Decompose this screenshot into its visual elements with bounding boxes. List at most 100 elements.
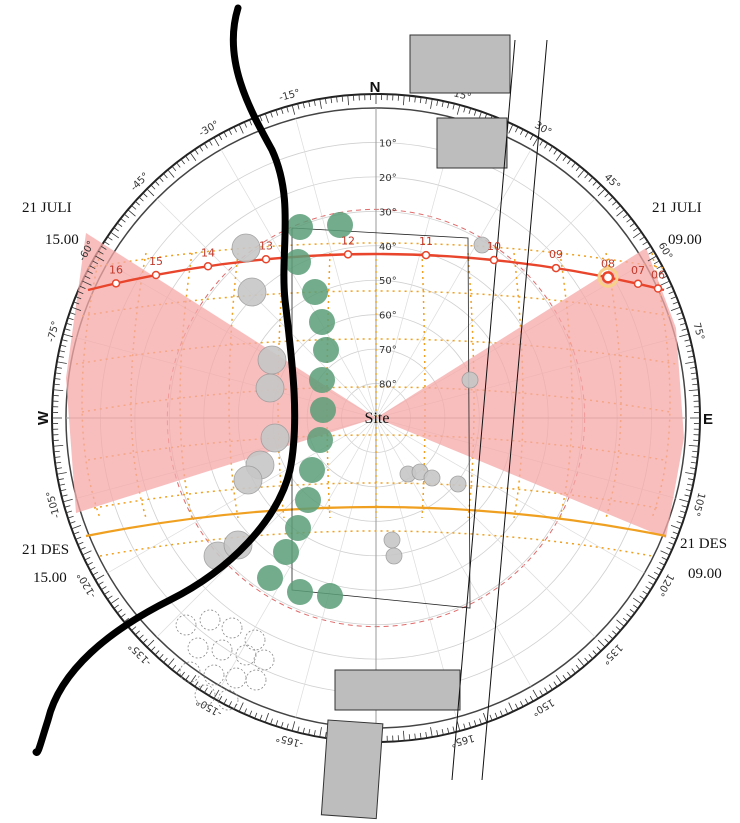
- proposed-tree-outline: [175, 614, 197, 636]
- tree: [287, 579, 313, 605]
- azimuth-tick: [79, 285, 86, 290]
- azimuth-tick: [622, 617, 629, 623]
- azimuth-tick: [60, 489, 67, 492]
- azimuth-tick: [539, 690, 544, 696]
- hour-marker: 13: [259, 239, 273, 264]
- winter-morning-date: 21 DES: [680, 536, 728, 552]
- existing-tree: [237, 277, 267, 307]
- azimuth-tick: [691, 378, 698, 380]
- azimuth-tick: [577, 169, 585, 178]
- azimuth-tick: [532, 689, 539, 699]
- azimuth-tick: [228, 129, 232, 135]
- hour-dot: [203, 262, 213, 271]
- azimuth-tick: [127, 209, 136, 217]
- azimuth-tick: [54, 456, 61, 458]
- proposed-tree-outline: [203, 664, 225, 686]
- azimuth-tick: [171, 165, 177, 172]
- azimuth-tick: [575, 664, 581, 671]
- azimuth-tick: [520, 701, 524, 707]
- hour-label: 14: [201, 246, 215, 259]
- azimuth-tick: [555, 152, 563, 162]
- azimuth-tick: [297, 726, 300, 733]
- azimuth-tick: [642, 241, 648, 246]
- azimuth-tick: [330, 97, 333, 104]
- azimuth-tick: [341, 95, 344, 102]
- azimuth-tick: [622, 213, 629, 219]
- azimuth-tick: [479, 718, 482, 725]
- azimuth-tick: [104, 241, 110, 246]
- azimuth-tick: [254, 712, 258, 719]
- tree: [302, 279, 328, 305]
- azimuth-tick: [690, 366, 697, 369]
- azimuth-tick: [66, 322, 73, 326]
- azimuth-tick: [408, 734, 411, 741]
- azimuth-tick: [58, 483, 66, 486]
- hour-marker: 15: [149, 255, 163, 280]
- azimuth-tick: [53, 383, 60, 386]
- azimuth-tick: [270, 111, 273, 118]
- azimuth-tick: [524, 698, 529, 705]
- azimuth-tick: [180, 159, 185, 165]
- azimuth-degree-label: 150°: [530, 696, 556, 718]
- azimuth-tick: [213, 137, 220, 147]
- azimuth-tick: [447, 102, 450, 109]
- azimuth-tick: [678, 515, 685, 519]
- azimuth-line: [156, 417, 377, 638]
- azimuth-tick: [577, 658, 585, 667]
- azimuth-tick: [670, 536, 677, 540]
- summer-morning-date: 21 JULI: [652, 200, 702, 216]
- azimuth-tick: [588, 176, 594, 182]
- azimuth-tick: [286, 723, 289, 730]
- azimuth-tick: [489, 714, 493, 721]
- azimuth-tick: [596, 184, 602, 190]
- tree: [317, 583, 343, 609]
- azimuth-degree-label: -15°: [278, 88, 301, 104]
- azimuth-tick: [79, 546, 86, 551]
- azimuth-tick: [101, 245, 107, 250]
- tree: [313, 337, 339, 363]
- tree: [309, 367, 335, 393]
- azimuth-tick: [668, 291, 675, 295]
- azimuth-tick: [73, 531, 80, 535]
- azimuth-tick: [71, 525, 82, 530]
- azimuth-tick: [419, 732, 422, 739]
- hour-marker: 08: [597, 257, 619, 288]
- azimuth-tick: [243, 121, 248, 128]
- azimuth-tick: [473, 720, 477, 727]
- azimuth-tick: [419, 97, 422, 104]
- azimuth-tick: [75, 536, 82, 540]
- azimuth-tick: [176, 162, 181, 168]
- azimuth-tick: [167, 169, 175, 178]
- azimuth-tick: [686, 350, 694, 353]
- azimuth-tick: [249, 119, 253, 126]
- azimuth-tick: [61, 494, 68, 497]
- tree: [310, 397, 336, 423]
- azimuth-tick: [661, 275, 668, 279]
- azimuth-tick: [678, 317, 685, 321]
- west-label: W: [35, 410, 52, 425]
- azimuth-tick: [171, 664, 177, 671]
- azimuth-tick: [679, 333, 690, 338]
- azimuth-tick: [58, 350, 66, 353]
- hour-marker: 10: [487, 240, 501, 265]
- azimuth-tick: [553, 149, 558, 155]
- azimuth-tick: [681, 505, 688, 508]
- azimuth-tick: [660, 550, 670, 556]
- azimuth-tick: [87, 562, 93, 566]
- azimuth-tick: [280, 108, 284, 115]
- azimuth-tick: [75, 296, 82, 300]
- azimuth-tick: [666, 285, 673, 290]
- azimuth-tick: [463, 106, 466, 113]
- azimuth-tick: [286, 106, 289, 113]
- azimuth-tick: [633, 604, 639, 609]
- azimuth-tick: [529, 134, 534, 141]
- hour-label: 07: [631, 264, 645, 277]
- azimuth-tick: [670, 525, 681, 530]
- existing-tree: [473, 236, 491, 254]
- azimuth-tick: [692, 383, 699, 386]
- azimuth-tick: [520, 129, 524, 135]
- azimuth-tick: [414, 733, 416, 740]
- summer-afternoon-date: 21 JULI: [22, 200, 72, 216]
- azimuth-tick: [336, 96, 338, 103]
- azimuth-tick: [468, 108, 472, 115]
